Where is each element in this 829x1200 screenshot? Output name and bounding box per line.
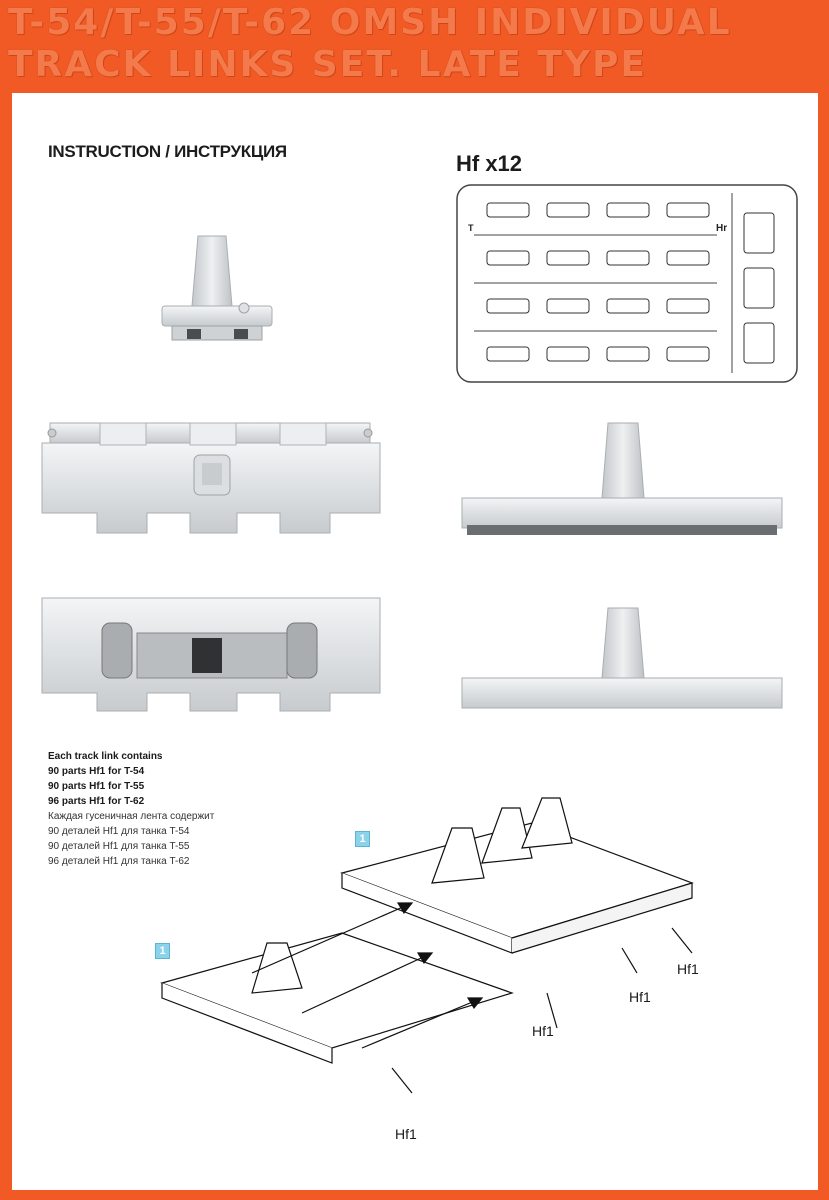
sprue-label-right: Hr	[716, 223, 727, 234]
note-line: 96 parts Hf1 for T-62	[48, 796, 145, 807]
sprue-part	[606, 202, 650, 218]
sprue-part	[486, 202, 530, 218]
note-line: 90 parts Hf1 for T-55	[48, 781, 145, 792]
note-line: 90 деталей Hf1 для танка T-55	[48, 841, 190, 852]
sprue-part	[606, 298, 650, 314]
note-line: Each track link contains	[48, 751, 163, 762]
step-badge-b: 1	[155, 943, 170, 959]
assembly-diagram	[160, 797, 694, 1094]
sprue-part	[486, 298, 530, 314]
step-badge-a: 1	[355, 831, 370, 847]
header-banner: T-54/T-55/T-62 OMSH INDIVIDUAL TRACK LIN…	[0, 0, 829, 92]
track-link-top-view	[41, 422, 381, 534]
sprue-part	[666, 346, 710, 362]
track-link-side-view	[461, 422, 783, 535]
note-line: 96 деталей Hf1 для танка T-62	[48, 856, 190, 867]
track-link-bottom-view	[41, 597, 381, 712]
track-link-side-view-2	[461, 607, 783, 709]
note-line: Каждая гусеничная лента содержит	[48, 811, 215, 822]
hf1-label-a: Hf1	[395, 1126, 417, 1142]
title-line-2: TRACK LINKS SET. LATE TYPE	[8, 44, 647, 85]
instruction-sheet: INSTRUCTION / ИНСТРУКЦИЯ Hf x12	[12, 93, 818, 1190]
sprue-part	[606, 250, 650, 266]
sprue-parts	[486, 202, 775, 364]
hf1-label-d: Hf1	[677, 961, 699, 977]
watermark: HOBBY SEARCH	[701, 1177, 813, 1192]
sprue-part-side	[743, 322, 775, 364]
hf1-label-b: Hf1	[532, 1023, 554, 1039]
sprue-part	[546, 346, 590, 362]
note-line: 90 parts Hf1 for T-54	[48, 766, 145, 777]
sprue-part	[666, 202, 710, 218]
instruction-heading: INSTRUCTION / ИНСТРУКЦИЯ	[48, 142, 287, 161]
sprue-part-side	[743, 212, 775, 254]
sprue-part-side	[743, 267, 775, 309]
sprue-part	[546, 250, 590, 266]
sprue-label-left: T	[468, 223, 474, 233]
note-line: 90 деталей Hf1 для танка T-54	[48, 826, 190, 837]
illustration-canvas: T Hr	[41, 184, 798, 1094]
sprue-part	[666, 250, 710, 266]
sprue-title: Hf x12	[456, 151, 523, 176]
sprue-part	[666, 298, 710, 314]
sprue-part	[546, 202, 590, 218]
sprue-diagram: T Hr	[456, 184, 798, 383]
sprue-part	[546, 298, 590, 314]
hf1-label-c: Hf1	[629, 989, 651, 1005]
track-link-front-view	[161, 235, 273, 341]
sprue-part	[486, 346, 530, 362]
notes-block: Each track link contains 90 parts Hf1 fo…	[48, 749, 214, 869]
sprue-part	[486, 250, 530, 266]
sprue-part	[606, 346, 650, 362]
title-line-1: T-54/T-55/T-62 OMSH INDIVIDUAL	[8, 2, 732, 43]
